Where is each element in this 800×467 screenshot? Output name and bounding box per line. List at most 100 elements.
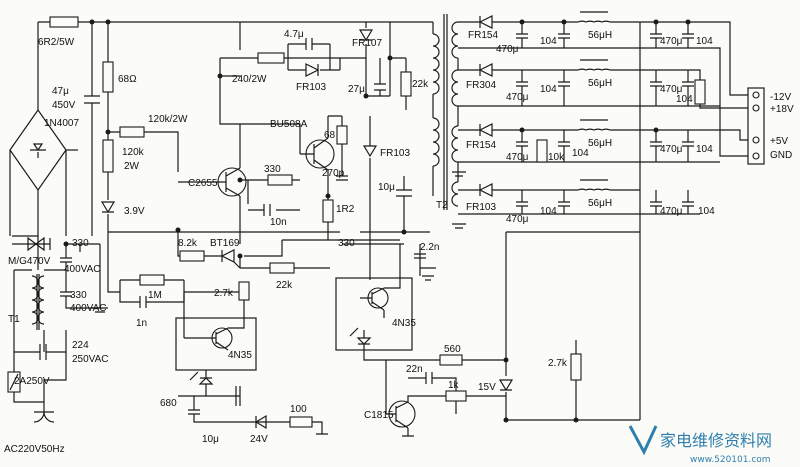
feedback-section	[335, 231, 640, 437]
label-c-470u-8: 470μ	[660, 206, 683, 217]
label-c-450v: 450V	[52, 100, 76, 111]
label-c-22n: 22n	[406, 364, 423, 375]
label-l-56uh-2: 56μH	[588, 78, 612, 89]
label-c-4u7: 4.7μ	[284, 29, 304, 40]
label-r-330a: 330	[264, 164, 281, 175]
label-t1: T1	[8, 314, 20, 325]
label-c-330b: 330	[70, 290, 87, 301]
watermark-url: www.520101.com	[690, 455, 771, 465]
label-c-470u-1: 470μ	[496, 44, 519, 55]
label-q-c1815: C1815	[364, 410, 394, 421]
watermark-logo-icon	[628, 425, 658, 456]
label-d-1n4007: 1N4007	[44, 118, 79, 129]
label-c-104-1: 104	[540, 36, 557, 47]
label-l-56uh-4: 56μH	[588, 198, 612, 209]
label-zd-15v: 15V	[478, 382, 496, 393]
label-c-104-5: 104	[572, 148, 589, 159]
label-out-gnd: GND	[770, 150, 792, 161]
label-zd-3v9: 3.9V	[124, 206, 145, 217]
label-c-224: 224	[72, 340, 89, 351]
bt169-scr	[220, 249, 241, 269]
label-r-22k-a: 22k	[412, 79, 429, 90]
inductor-1	[577, 20, 611, 23]
transformer-t2	[432, 14, 480, 210]
label-c-2n2: 2.2n	[420, 242, 439, 253]
label-r-6r2: 6R2/5W	[38, 37, 75, 48]
watermark-cn: 家电维修资料网	[660, 431, 772, 450]
label-c-330a: 330	[72, 238, 89, 249]
label-c-104-4: 104	[676, 94, 693, 105]
label-c-400vac-a: 400VAC	[64, 264, 101, 275]
label-oc1: 4N35	[228, 350, 252, 361]
ac-plug	[33, 411, 55, 423]
input-section	[7, 16, 433, 423]
label-c-470u-5: 470μ	[506, 152, 529, 163]
label-c-1n: 1n	[136, 318, 147, 329]
label-r-1k: 1k	[448, 380, 460, 391]
label-c-104-3: 104	[540, 84, 557, 95]
label-r-2k7-a: 2.7k	[214, 288, 234, 299]
label-q-c2655: C2655	[188, 178, 218, 189]
label-c-250vac: 250VAC	[72, 354, 109, 365]
label-r-10k: 10k	[548, 152, 565, 163]
label-c-470u-2: 470μ	[660, 36, 683, 47]
label-d-fr103a: FR103	[296, 82, 326, 93]
label-c-104-7: 104	[540, 206, 557, 217]
optocoupler-1	[175, 317, 257, 371]
label-c-400vac-b: 400VAC	[70, 303, 107, 314]
label-c-470u-7: 470μ	[506, 214, 529, 225]
label-r-1r2: 1R2	[336, 204, 355, 215]
label-r-2k7-b: 2.7k	[548, 358, 568, 369]
label-ac-in: AC220V50Hz	[4, 444, 65, 455]
label-c-470u-3: 470μ	[506, 92, 529, 103]
optocoupler-2	[335, 277, 413, 351]
label-c-104-8: 104	[698, 206, 715, 217]
label-r-680: 680	[160, 398, 177, 409]
label-l-56uh-1: 56μH	[588, 30, 612, 41]
label-r-68b: 68	[324, 130, 336, 141]
label-scr-bt169: BT169	[210, 238, 240, 249]
label-out-18v: +18V	[770, 104, 794, 115]
label-d-fr154a: FR154	[468, 30, 498, 41]
label-c-270p: 270p	[322, 168, 345, 179]
label-r-22k-b: 22k	[276, 280, 293, 291]
label-out-5v: +5V	[770, 136, 788, 147]
label-c-47u: 47μ	[52, 86, 69, 97]
label-d-fr154b: FR154	[466, 140, 496, 151]
label-fuse: 2A250V	[14, 376, 50, 387]
label-c-104-2: 104	[696, 36, 713, 47]
label-r-120k-2w: 120k/2W	[148, 114, 188, 125]
label-c-27u: 27μ	[348, 84, 365, 95]
label-r-100: 100	[290, 404, 307, 415]
label-c-470u-6: 470μ	[660, 144, 683, 155]
label-r-240: 240/2W	[232, 74, 267, 85]
label-r-560: 560	[444, 344, 461, 355]
label-zd-24v: 24V	[250, 434, 268, 445]
label-t2: T2	[436, 200, 448, 211]
label-r-8k2: 8.2k	[178, 238, 198, 249]
label-c-10u-a: 10μ	[378, 182, 395, 193]
label-r-330b: 330	[338, 238, 355, 249]
label-c-470u-4: 470μ	[660, 84, 683, 95]
output-connector[interactable]	[747, 87, 765, 165]
label-r-68: 68Ω	[118, 74, 137, 85]
label-out-m12v: -12V	[770, 92, 791, 103]
resistor-6r2	[49, 16, 79, 28]
watermark: 家电维修资料网 www.520101.com	[628, 425, 772, 465]
primary-control	[100, 22, 436, 435]
label-d-fr103b: FR103	[380, 148, 410, 159]
label-q-bu508a: BU508A	[270, 119, 308, 130]
label-c-10n: 10n	[270, 217, 287, 228]
label-r-1m: 1M	[148, 290, 162, 301]
component-labels: 6R2/5W 47μ 450V 1N4007 68Ω 120k/2W 120k …	[4, 29, 794, 455]
label-c-10u-b: 10μ	[202, 434, 219, 445]
label-r-120k: 120k	[122, 147, 145, 158]
label-oc2: 4N35	[392, 318, 416, 329]
junction-dots	[63, 19, 691, 423]
label-r-2w: 2W	[124, 161, 140, 172]
label-d-fr103c: FR103	[466, 202, 496, 213]
label-l-56uh-3: 56μH	[588, 138, 612, 149]
secondary-outputs	[422, 11, 765, 420]
label-c-104-6: 104	[696, 144, 713, 155]
